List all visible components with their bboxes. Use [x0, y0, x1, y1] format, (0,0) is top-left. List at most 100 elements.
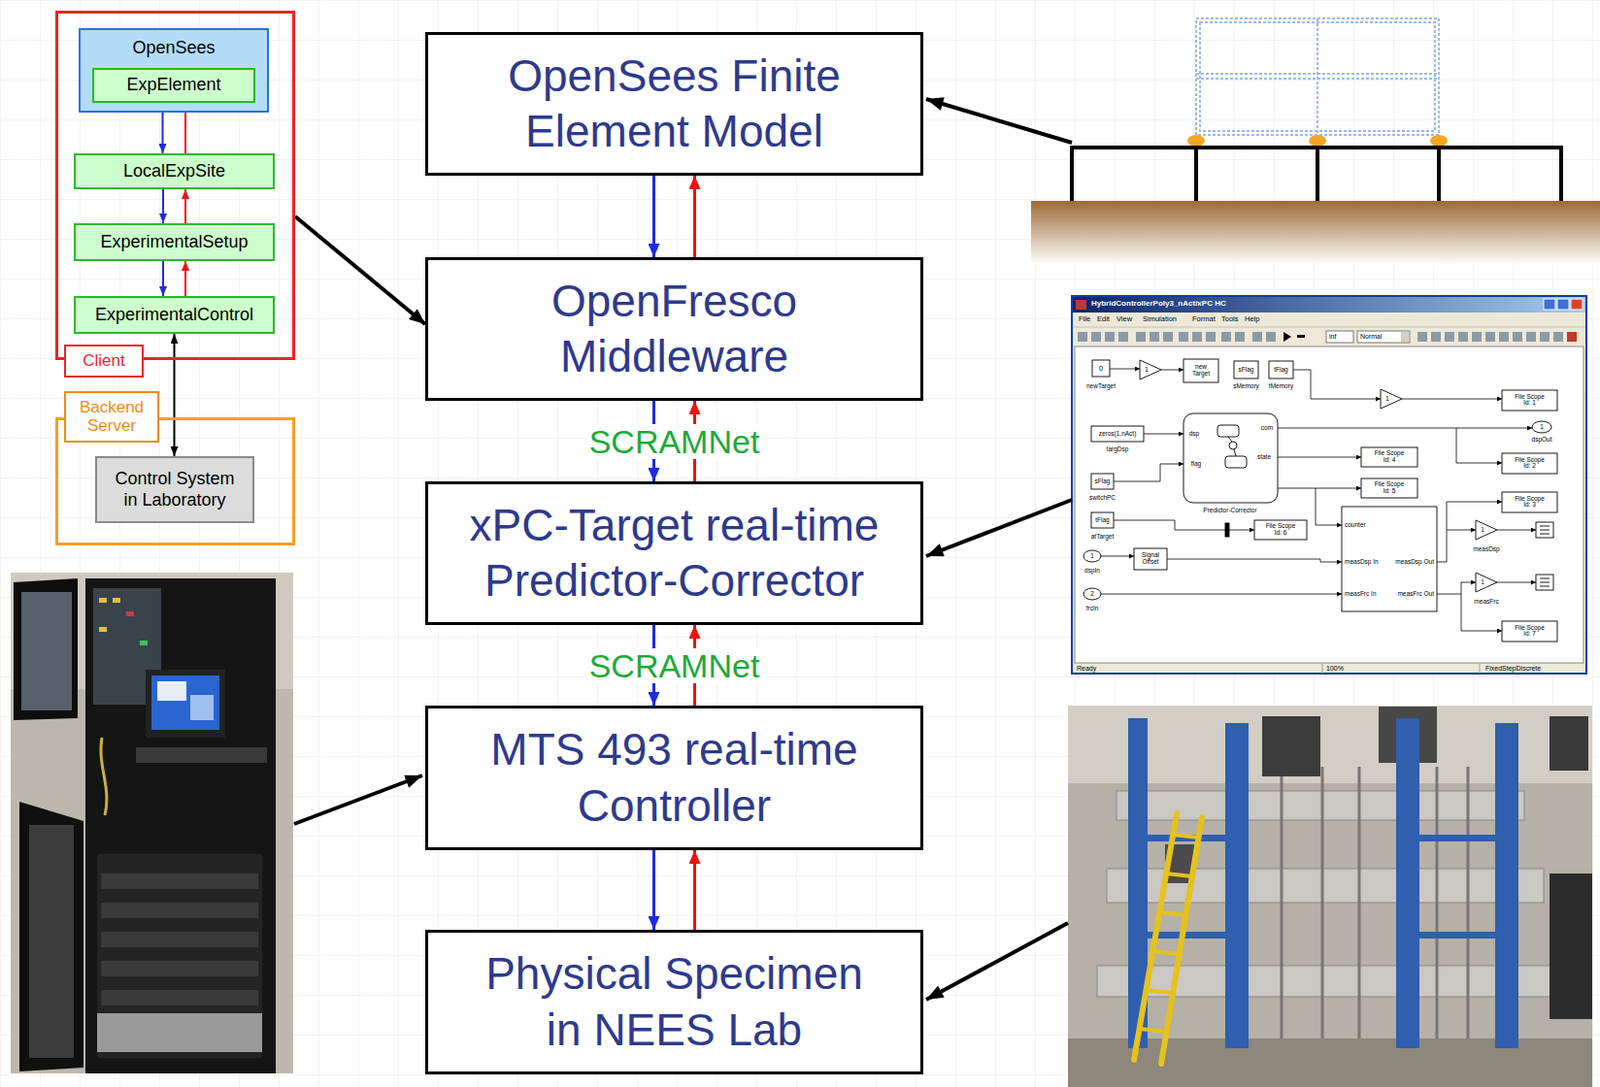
simulink-wires-part [1100, 556, 1134, 558]
simulink-wires-part [1401, 399, 1502, 400]
block-label: measFrc In [1344, 591, 1377, 599]
simulink-wires-part [1456, 428, 1502, 464]
simulink-blocks-part [1361, 447, 1418, 467]
simulink-blocks-part [1539, 526, 1550, 587]
test-specimen-photo-part [1133, 813, 1202, 1065]
block-label: zeros(1,nAct) [1099, 431, 1137, 438]
connector-arrow [162, 261, 165, 297]
status-text: FixedStepDiscrete [1485, 665, 1541, 672]
block-label: Predictor-Corrector [1202, 507, 1257, 515]
status-text: 100% [1326, 665, 1344, 672]
class-box: ExperimentalSetup [73, 223, 275, 262]
control-cabinet-photo-part [157, 681, 187, 701]
control-cabinet-photo-part [126, 611, 134, 617]
box-label: LocalExpSite [123, 161, 226, 183]
lab-system-box: Control System in Laboratory [95, 456, 255, 524]
simulink-blocks-part [1225, 456, 1247, 468]
simulink-window-part-part [1566, 332, 1577, 342]
test-specimen-photo-part-part [1435, 766, 1439, 1039]
simulink-window-part [1297, 334, 1305, 338]
test-specimen-photo-part-part [1145, 990, 1172, 994]
test-specimen-photo-part-part [1280, 776, 1284, 1039]
simulink-blocks-part [1361, 478, 1418, 499]
structure-sketch-part-part [1196, 72, 1439, 75]
test-specimen-photo-part-part [1466, 766, 1470, 1039]
test-specimen-photo-part-part [1495, 723, 1519, 1049]
test-specimen-photo-part [1067, 705, 1593, 1087]
simulink-wires [1100, 368, 1536, 632]
block-label: File Scope Id: 6 [1264, 523, 1298, 537]
simulink-wires-part [1436, 530, 1476, 563]
block-label: flag [1191, 461, 1201, 468]
simulink-window-part [1077, 332, 1577, 342]
simulink-blocks-part [1535, 574, 1554, 591]
test-specimen-photo-part-part [1161, 817, 1202, 1065]
simulink-window-part-part [1485, 332, 1496, 342]
control-cabinet-photo-part [21, 592, 72, 711]
simulink-window-part [1071, 296, 1587, 674]
test-specimen-photo-part [1378, 706, 1437, 764]
test-specimen-photo-part-part [1133, 813, 1177, 1061]
test-specimen-photo-part-part [1139, 1029, 1167, 1033]
simulink-blocks-part [1380, 389, 1402, 409]
simulink-blocks-part [1183, 413, 1278, 503]
structure-sketch-part-part [1200, 22, 1435, 132]
simulink-wires-part [1277, 488, 1362, 490]
block-label: sMemory [1233, 383, 1260, 391]
structure-sketch-part-part [1187, 134, 1205, 147]
control-cabinet-photo-part [100, 873, 259, 890]
box-label: OpenFresco Middleware [441, 273, 907, 386]
control-cabinet-photo-part [100, 932, 259, 948]
simulink-window-part [1322, 664, 1324, 674]
simulink-window-part-part [1077, 332, 1088, 342]
block-label: state [1257, 454, 1271, 462]
leader-arrow-part [926, 500, 1072, 557]
test-specimen-photo-part-part [1358, 766, 1362, 1039]
simulink-window-part-part [1471, 332, 1482, 342]
block-label: dspOut [1532, 436, 1553, 444]
test-specimen-photo-part [1262, 716, 1321, 777]
simulink-blocks-part [1139, 360, 1162, 380]
menu-item: Simulation [1142, 315, 1177, 324]
control-cabinet-photo-part [139, 640, 148, 646]
test-specimen-photo-part [1165, 844, 1195, 884]
simulink-window-part-part [1417, 332, 1428, 342]
simulink-window-part-part [1499, 332, 1509, 342]
block-label: dsp [1189, 431, 1200, 438]
test-specimen-photo-part [1128, 718, 1519, 1049]
simulink-blocks-part [1501, 492, 1558, 513]
block-label: 1 [1539, 424, 1544, 432]
box-label: ExperimentalControl [95, 304, 254, 327]
block-label: new Target [1186, 364, 1216, 378]
block-label: Signal Offset [1136, 552, 1165, 567]
connector-arrow [652, 175, 656, 258]
simulink-wires-part [1436, 582, 1476, 595]
test-specimen-photo-part-part [1419, 932, 1496, 939]
block-label: File Scope Id: 4 [1372, 450, 1406, 465]
simulink-wires-part [1277, 457, 1362, 459]
block-label: File Scope Id: 3 [1513, 496, 1547, 510]
control-cabinet-photo [10, 572, 294, 1074]
control-cabinet-photo-part [13, 578, 78, 721]
simulink-window-part-part [1431, 332, 1441, 342]
simulink-wires-part [1315, 488, 1342, 526]
simulink-window-part-part [1178, 332, 1189, 342]
test-specimen-photo-part-part [1321, 766, 1325, 1039]
test-specimen-photo-part-part [1419, 834, 1496, 842]
simulink-wires-part [1109, 368, 1140, 370]
block-label: measDsp [1472, 546, 1500, 554]
block-label: newTarget [1086, 383, 1116, 391]
box-label: Physical Specimen in NEES Lab [475, 946, 874, 1059]
block-label: measDsp In [1344, 559, 1379, 567]
control-cabinet-photo-part [97, 854, 263, 1059]
box-label: OpenSees [132, 37, 215, 60]
simulink-blocks-part [1535, 522, 1554, 538]
edge-label: SCRAMNet [586, 648, 764, 684]
simulink-wires-part [1497, 530, 1536, 532]
connector-arrow [184, 261, 187, 297]
control-cabinet-photo-part [112, 598, 121, 603]
simulink-window-part [1072, 297, 1586, 313]
box-label: ExperimentalSetup [100, 232, 248, 254]
box-label: OpenSees Finite Element Model [441, 48, 907, 161]
